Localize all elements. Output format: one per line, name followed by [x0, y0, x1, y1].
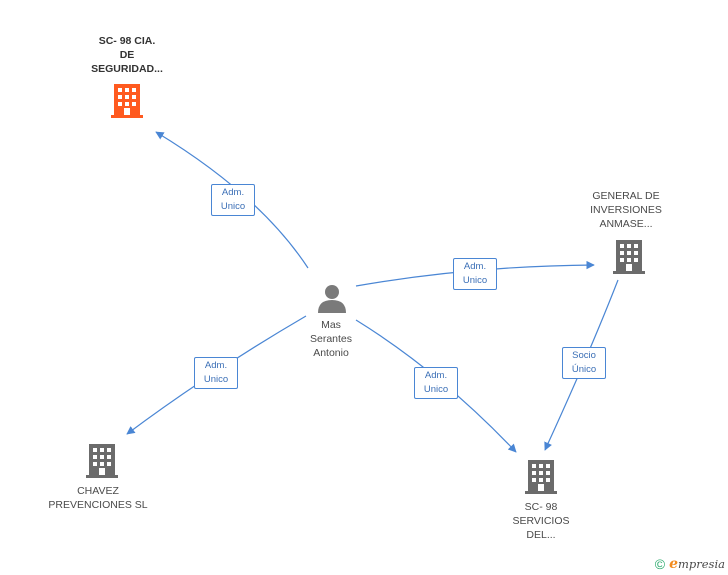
node-label-general-inversiones[interactable]: GENERAL DE INVERSIONES ANMASE...	[571, 189, 681, 231]
edge-label-line: Unico	[203, 374, 229, 385]
edge-label-line: Unico	[462, 275, 488, 286]
node-label-line: Mas	[321, 319, 341, 331]
edge-label-line: Unico	[220, 201, 246, 212]
node-label-line: DE	[119, 49, 135, 61]
node-label-line: SC- 98	[524, 501, 558, 513]
edge-label-to-general[interactable]: Adm. Unico	[453, 258, 497, 290]
node-label-line: GENERAL DE	[592, 190, 660, 202]
node-label-line: CHAVEZ	[77, 485, 119, 497]
brand-logo-text: mpresia	[677, 557, 725, 571]
edge-label-line: Adm.	[424, 370, 448, 381]
node-label-sc98-servicios[interactable]: SC- 98 SERVICIOS DEL...	[491, 500, 591, 542]
node-label-person[interactable]: Mas Serantes Antonio	[290, 318, 372, 360]
edge-label-line: Adm.	[221, 187, 245, 198]
node-label-sc98-cia[interactable]: SC- 98 CIA. DE SEGURIDAD...	[67, 34, 187, 76]
edge-label-line: Adm.	[204, 360, 228, 371]
person-icon[interactable]	[317, 283, 347, 313]
building-icon[interactable]	[613, 240, 645, 274]
edge-label-line: Adm.	[463, 261, 487, 272]
node-label-line: INVERSIONES	[590, 204, 662, 216]
building-icon[interactable]	[86, 444, 118, 478]
copyright-icon: ©	[654, 556, 666, 572]
edge-label-line: Único	[571, 364, 597, 375]
node-label-line: Antonio	[313, 347, 349, 359]
building-icon[interactable]	[525, 460, 557, 494]
node-label-line: Serantes	[309, 333, 353, 345]
brand-logo-initial: e	[669, 556, 678, 572]
node-label-line: PREVENCIONES SL	[48, 499, 148, 511]
building-icon-highlighted[interactable]	[111, 84, 143, 118]
edge-label-to-servicios[interactable]: Adm. Unico	[414, 367, 458, 399]
edge-label-to-chavez[interactable]: Adm. Unico	[194, 357, 238, 389]
edge-label-general-to-servicios[interactable]: Socio Único	[562, 347, 606, 379]
brand-logo[interactable]: empresia	[669, 556, 725, 572]
node-label-line: SC- 98 CIA.	[98, 35, 156, 47]
edge-label-line: Socio	[572, 350, 596, 361]
edge-label-line: Unico	[423, 384, 449, 395]
node-label-chavez[interactable]: CHAVEZ PREVENCIONES SL	[38, 484, 158, 512]
edge-label-to-sc98-cia[interactable]: Adm. Unico	[211, 184, 255, 216]
node-label-line: SERVICIOS	[512, 515, 570, 527]
node-label-line: ANMASE...	[599, 218, 653, 230]
node-label-line: SEGURIDAD...	[91, 63, 163, 75]
node-label-line: DEL...	[526, 529, 556, 541]
footer-brand: © empresia	[655, 556, 725, 572]
